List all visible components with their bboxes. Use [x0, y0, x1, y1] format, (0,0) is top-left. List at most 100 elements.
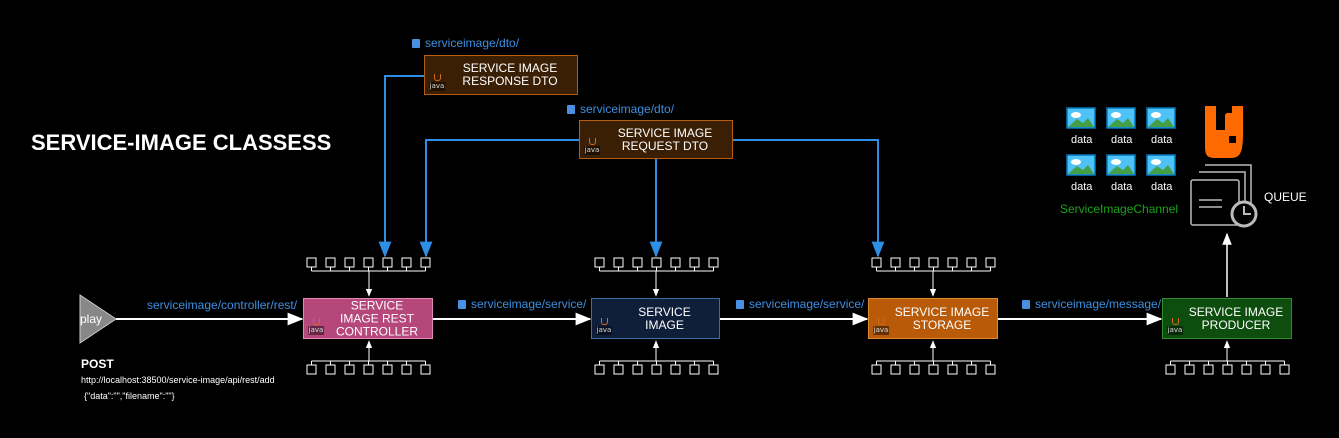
package-label-dto-response: serviceimage/dto/: [412, 36, 519, 50]
method-box: [708, 257, 719, 268]
method-box: [382, 364, 393, 375]
play-label[interactable]: play: [80, 312, 103, 326]
image-icon: [1066, 154, 1096, 176]
method-box: [420, 257, 431, 268]
image-icon: [1106, 107, 1136, 129]
method-box: [420, 364, 431, 375]
method-box: [871, 257, 882, 268]
method-strips: [306, 257, 1290, 375]
method-strip: [306, 340, 431, 375]
folder-icon: [412, 39, 420, 48]
method-box: [890, 257, 901, 268]
class-service[interactable]: java SERVICE IMAGE: [591, 298, 720, 339]
method-strip: [594, 340, 719, 375]
folder-icon: [1022, 300, 1030, 309]
method-box: [689, 364, 700, 375]
channel-item-label: data: [1111, 181, 1133, 193]
method-box: [306, 257, 317, 268]
method-box: [325, 257, 336, 268]
class-request-dto[interactable]: java SERVICE IMAGE REQUEST DTO: [579, 120, 733, 159]
channel-item-label: data: [1111, 134, 1133, 146]
arrow-response-dto-to-controller: [378, 75, 424, 258]
method-box: [594, 257, 605, 268]
method-box: [871, 364, 882, 375]
method-box: [670, 364, 681, 375]
class-response-dto[interactable]: java SERVICE IMAGE RESPONSE DTO: [424, 55, 578, 95]
method-box: [401, 257, 412, 268]
method-strip: [871, 257, 996, 297]
method-box: [928, 364, 939, 375]
image-icon: [1146, 154, 1176, 176]
page-title: SERVICE-IMAGE CLASSESS: [31, 130, 332, 155]
channel-item-label: data: [1071, 181, 1093, 193]
image-icon: [1146, 107, 1176, 129]
method-strip: [1165, 340, 1290, 375]
method-box: [363, 364, 374, 375]
channel-data-icons: [1066, 107, 1176, 176]
method-box: [689, 257, 700, 268]
rabbitmq-logo: [1205, 106, 1243, 158]
folder-icon: [736, 300, 744, 309]
method-box: [1184, 364, 1195, 375]
method-box: [966, 257, 977, 268]
class-rest-controller[interactable]: java SERVICE IMAGE REST CONTROLLER: [303, 298, 433, 339]
method-box: [985, 364, 996, 375]
method-strip: [306, 257, 431, 297]
class-label: SERVICE IMAGE: [638, 304, 691, 332]
image-icon: [1106, 154, 1136, 176]
method-box: [1260, 364, 1271, 375]
method-box: [909, 364, 920, 375]
package-label-storage: serviceimage/service/: [736, 297, 864, 311]
class-label: SERVICE IMAGE REST CONTROLLER: [335, 298, 418, 338]
method-box: [382, 257, 393, 268]
queue-icon: [1190, 164, 1258, 228]
java-badge: java: [1167, 318, 1183, 335]
java-badge: java: [429, 74, 445, 91]
java-badge: java: [584, 138, 600, 155]
class-storage[interactable]: java SERVICE IMAGE STORAGE: [868, 298, 998, 339]
method-box: [651, 257, 662, 268]
method-box: [306, 364, 317, 375]
method-box: [651, 364, 662, 375]
method-box: [632, 364, 643, 375]
method-box: [344, 257, 355, 268]
method-box: [947, 364, 958, 375]
method-box: [708, 364, 719, 375]
play-trigger-shape[interactable]: [79, 294, 117, 344]
image-icon: [1066, 107, 1096, 129]
channel-name: ServiceImageChannel: [1060, 202, 1179, 216]
method-box: [401, 364, 412, 375]
method-box: [985, 257, 996, 268]
method-strip: [871, 340, 996, 375]
rabbitmq-logo-eye: [1229, 136, 1236, 143]
class-label: SERVICE IMAGE REQUEST DTO: [617, 125, 713, 153]
class-producer[interactable]: java SERVICE IMAGE PRODUCER: [1162, 298, 1292, 339]
channel-item-label: data: [1071, 134, 1093, 146]
method-strip: [594, 257, 719, 297]
method-box: [1165, 364, 1176, 375]
method-box: [344, 364, 355, 375]
java-badge: java: [596, 318, 612, 335]
method-box: [1241, 364, 1252, 375]
method-box: [613, 364, 624, 375]
method-box: [613, 257, 624, 268]
method-box: [909, 257, 920, 268]
folder-icon: [567, 105, 575, 114]
method-box: [594, 364, 605, 375]
channel-item-label: data: [1151, 134, 1173, 146]
method-box: [1279, 364, 1290, 375]
method-box: [966, 364, 977, 375]
package-label-text: serviceimage/message/: [1035, 297, 1162, 311]
java-badge: java: [873, 318, 889, 335]
package-label-text: serviceimage/dto/: [580, 102, 675, 116]
method-box: [325, 364, 336, 375]
http-method: POST: [81, 357, 114, 371]
package-label-controller: serviceimage/controller/rest/: [147, 298, 298, 312]
method-box: [632, 257, 643, 268]
method-box: [1222, 364, 1233, 375]
queue-label: QUEUE: [1264, 190, 1307, 204]
class-label: SERVICE IMAGE PRODUCER: [1188, 304, 1284, 332]
method-box: [363, 257, 374, 268]
package-label-text: serviceimage/service/: [749, 297, 865, 311]
